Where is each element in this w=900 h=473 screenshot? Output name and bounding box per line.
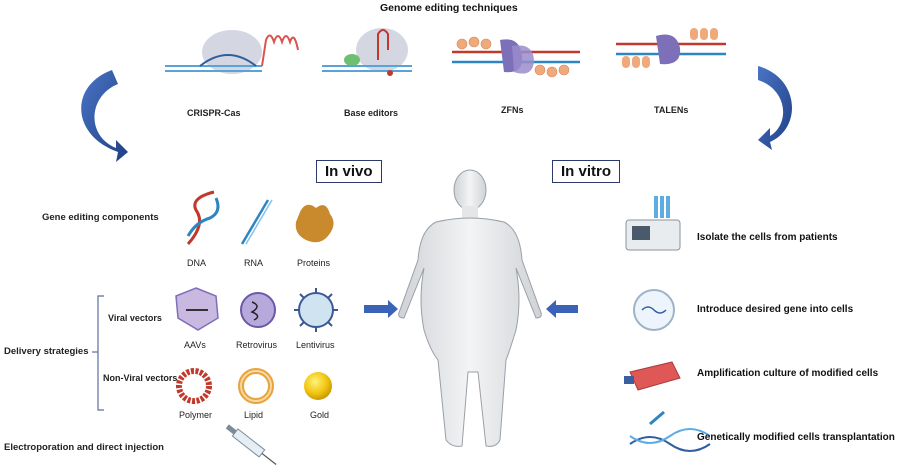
rna-icon [240, 199, 273, 245]
polymer-label: Polymer [179, 410, 213, 420]
polymer-icon [176, 368, 212, 404]
in-vitro-box: In vitro [552, 160, 621, 183]
talens-illustration [616, 28, 726, 68]
curved-arrow-right [758, 66, 792, 150]
technique-label-talens: TALENs [654, 105, 689, 115]
lipid-icon [238, 368, 274, 404]
in-vitro-step-4: Genetically modified cells transplantati… [697, 432, 895, 443]
proteins-label: Proteins [297, 258, 331, 268]
petri-dish-icon [633, 289, 675, 331]
retrovirus-label: Retrovirus [236, 340, 278, 350]
lipid-label: Lipid [244, 410, 264, 420]
arrow-left-to-body [364, 300, 398, 318]
retrovirus-icon [240, 292, 276, 328]
cell-isolation-machine-icon [625, 196, 681, 251]
in-vitro-step-3: Amplification culture of modified cells [697, 368, 879, 379]
in-vivo-box: In vivo [316, 160, 382, 183]
zfns-illustration [452, 36, 580, 78]
technique-label-crispr-cas: CRISPR-Cas [187, 108, 241, 118]
in-vitro-step-1: Isolate the cells from patients [697, 232, 838, 243]
technique-label-base-editors: Base editors [344, 108, 399, 118]
aavs-icon [175, 287, 219, 331]
gene-editing-components-label: Gene editing components [42, 212, 159, 223]
rna-label: RNA [244, 258, 264, 268]
lentivirus-icon [294, 288, 338, 332]
dna-label: DNA [187, 258, 207, 268]
human-figure [398, 169, 542, 447]
culture-flask-icon [624, 361, 681, 391]
dna-icon [186, 190, 220, 246]
arrow-right-to-body [546, 300, 578, 318]
transplant-dna-icon [629, 410, 711, 452]
proteins-icon [295, 204, 334, 243]
non-viral-vectors-label: Non-Viral vectors [103, 373, 178, 383]
page-title: Genome editing techniques [380, 2, 518, 14]
syringe-icon [225, 424, 277, 465]
viral-vectors-label: Viral vectors [108, 313, 162, 323]
curved-arrow-left [81, 70, 128, 162]
crispr-cas-illustration [165, 30, 299, 74]
lentivirus-label: Lentivirus [296, 340, 335, 350]
gold-icon [304, 372, 332, 400]
delivery-bracket [92, 295, 104, 411]
technique-label-zfns: ZFNs [501, 105, 524, 115]
gold-label: Gold [310, 410, 330, 420]
delivery-strategies-label: Delivery strategies [4, 346, 89, 357]
electroporation-label: Electroporation and direct injection [4, 442, 164, 453]
aavs-label: AAVs [184, 340, 206, 350]
in-vitro-step-2: Introduce desired gene into cells [697, 304, 854, 315]
base-editors-illustration [322, 28, 412, 76]
